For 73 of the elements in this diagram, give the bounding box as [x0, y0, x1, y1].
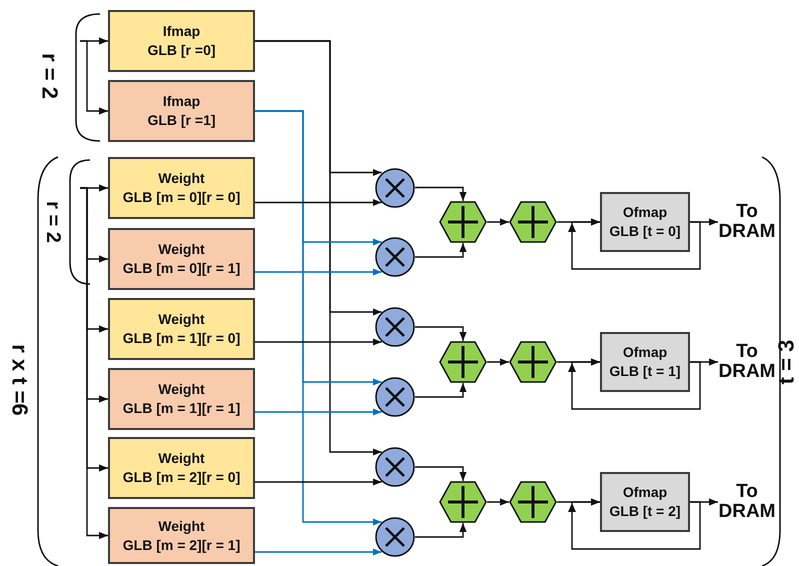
output-label: To DRAM: [718, 198, 776, 246]
arrow: [255, 40, 382, 456]
arrow: [255, 408, 382, 416]
feedback-arrow: [568, 498, 701, 550]
box-title: Ofmap: [622, 203, 668, 222]
box-title: Weight: [158, 169, 205, 188]
arrow: [487, 498, 509, 506]
buffer-box: [108, 80, 255, 142]
box-subtitle: GLB [t = 0]: [609, 222, 681, 241]
buffer-box: [108, 157, 255, 219]
arrow: [255, 268, 382, 276]
dimension-label: r = 2: [41, 201, 65, 243]
multiplier-circle: [375, 517, 415, 557]
multiplier-circle: [375, 237, 415, 277]
multiplier-circle: [375, 307, 415, 347]
box-title: Ofmap: [622, 343, 668, 362]
multiplier-circle: [375, 447, 415, 487]
adder-hexagon: [509, 481, 557, 523]
box-subtitle: GLB [r =1]: [147, 111, 216, 130]
adder-hexagon: [439, 341, 487, 383]
box-subtitle: GLB [m = 1][r = 1]: [122, 399, 240, 418]
box-title: Weight: [158, 240, 205, 259]
buffer-box: [108, 10, 255, 72]
box-subtitle: GLB [t = 1]: [609, 362, 681, 381]
adder-hexagon: [509, 201, 557, 243]
adder-hexagon: [439, 481, 487, 523]
adder-hexagon: [509, 341, 557, 383]
buffer-box: [108, 298, 255, 360]
arrow: [415, 243, 467, 258]
box-subtitle: GLB [m = 2][r = 1]: [122, 536, 240, 554]
buffer-box: [108, 228, 255, 290]
box-title: Ifmap: [162, 92, 200, 111]
arrow: [255, 548, 382, 556]
buffer-box: [108, 368, 255, 430]
arrow: [415, 383, 467, 398]
box-subtitle: GLB [m = 0][r = 0]: [122, 188, 240, 207]
box-title: Weight: [158, 310, 205, 329]
output-label: To DRAM: [718, 478, 776, 526]
arrow: [80, 40, 108, 115]
box-title: Weight: [158, 449, 205, 468]
arrow: [255, 198, 382, 206]
feedback-arrow: [568, 218, 701, 270]
dimension-label: r x t =6: [6, 344, 34, 416]
box-subtitle: GLB [m = 2][r = 0]: [122, 468, 240, 487]
arrow: [255, 110, 382, 526]
box-title: Ifmap: [162, 22, 200, 41]
box-title: Weight: [158, 516, 205, 536]
output-label: To DRAM: [718, 338, 776, 386]
buffer-box: [108, 437, 255, 499]
arrow: [415, 466, 467, 481]
arrow: [255, 338, 382, 346]
buffer-box: [600, 332, 690, 392]
box-title: Weight: [158, 380, 205, 399]
arrow: [255, 478, 382, 486]
arrow: [415, 326, 467, 341]
box-subtitle: GLB [r =0]: [147, 41, 216, 60]
buffer-box: [600, 472, 690, 532]
box-title: Ofmap: [622, 483, 668, 502]
dimension-label: r = 2: [36, 53, 64, 99]
arrow: [415, 186, 467, 201]
arrow: [80, 187, 108, 540]
box-subtitle: GLB [m = 1][r = 0]: [122, 329, 240, 348]
box-subtitle: GLB [t = 2]: [609, 502, 681, 521]
buffer-box: [108, 507, 255, 564]
adder-hexagon: [439, 201, 487, 243]
box-subtitle: GLB [m = 0][r = 1]: [122, 259, 240, 278]
arrow: [415, 523, 467, 538]
arrow: [487, 218, 509, 226]
arrow: [487, 358, 509, 366]
feedback-arrow: [568, 358, 701, 410]
multiplier-circle: [375, 168, 415, 208]
buffer-box: [600, 192, 690, 252]
multiplier-circle: [375, 377, 415, 417]
